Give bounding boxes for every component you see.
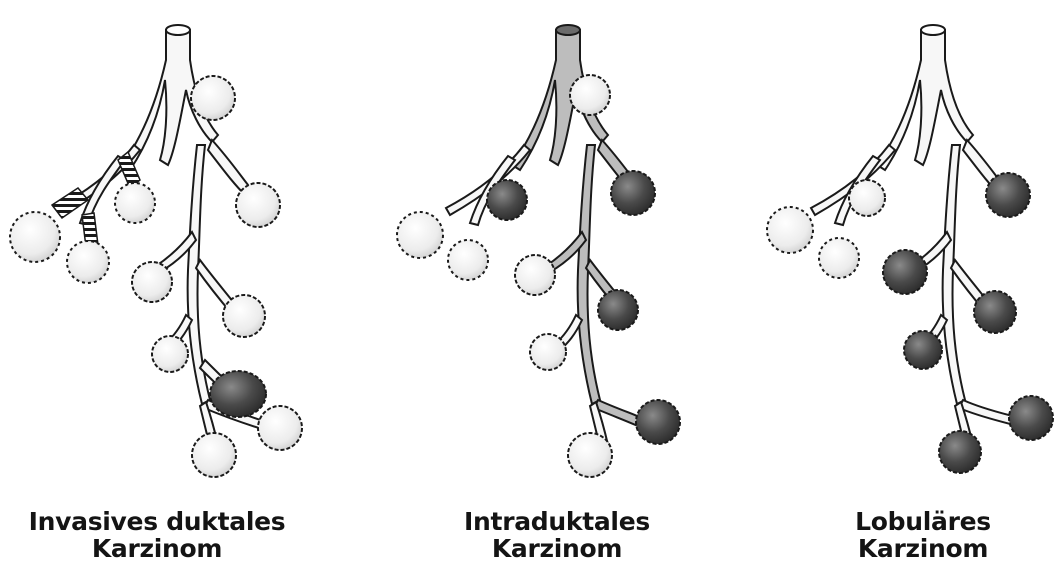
- caption-invasive-ductal: Invasives duktales Karzinom: [0, 508, 317, 562]
- panel-invasive-ductal: [10, 25, 302, 477]
- duct-tree: [811, 25, 1020, 447]
- caption-line-2: Karzinom: [397, 535, 717, 562]
- panel-intraductal: [397, 25, 680, 477]
- caption-line-2: Karzinom: [0, 535, 317, 562]
- duct-tree: [446, 25, 650, 447]
- lobules: [10, 76, 302, 477]
- caption-line-1: Intraduktales: [397, 508, 717, 535]
- lobules: [767, 173, 1053, 473]
- panel-lobular: [767, 25, 1053, 473]
- caption-lobular: Lobuläres Karzinom: [763, 508, 1058, 562]
- caption-line-2: Karzinom: [763, 535, 1058, 562]
- caption-line-1: Invasives duktales: [0, 508, 317, 535]
- caption-line-1: Lobuläres: [763, 508, 1058, 535]
- caption-intraductal: Intraduktales Karzinom: [397, 508, 717, 562]
